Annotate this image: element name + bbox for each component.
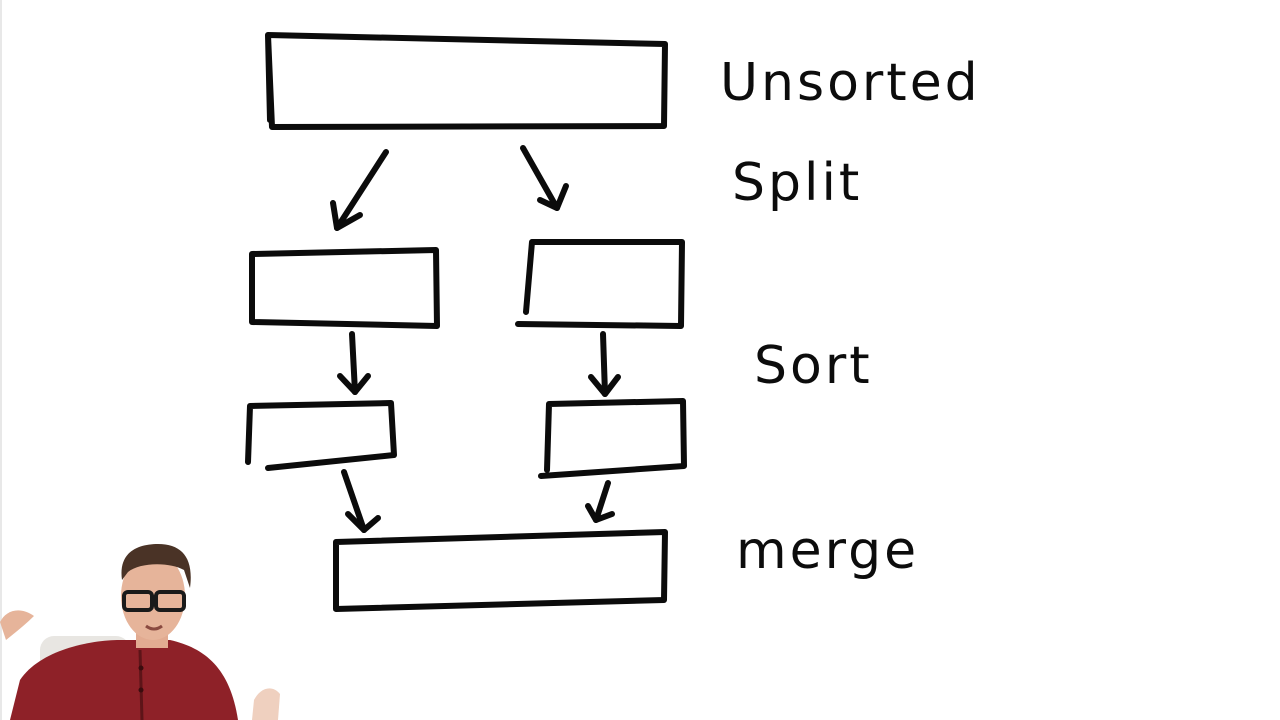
label-unsorted: Unsorted (720, 53, 981, 113)
glasses-icon (122, 590, 186, 612)
left-edge-divider (0, 0, 2, 720)
presenter-shirt (10, 640, 238, 720)
unsorted-array-box (265, 32, 668, 130)
presenter-right-hand (252, 688, 280, 720)
label-sort: Sort (754, 336, 873, 396)
shirt-button (138, 665, 144, 671)
shirt-button (138, 687, 144, 693)
sort-arrow-left (337, 331, 371, 395)
presenter-left-hand (0, 610, 34, 640)
split-arrow-left (330, 149, 389, 231)
merge-arrow-left (341, 469, 381, 533)
merged-array-box (333, 529, 668, 612)
presenter-webcam (0, 544, 280, 720)
presenter-mouth (145, 624, 163, 631)
shirt-placket (138, 649, 144, 720)
presenter-hair (121, 544, 191, 588)
left-half-box (249, 247, 440, 329)
right-half-box (515, 239, 685, 329)
right-sorted-box (538, 398, 687, 479)
sort-arrow-right (588, 331, 621, 397)
label-merge: merge (736, 521, 919, 581)
left-sorted-box (245, 400, 397, 471)
split-arrow-right (520, 145, 569, 211)
merge-arrow-right (585, 480, 615, 523)
label-split: Split (732, 153, 862, 213)
